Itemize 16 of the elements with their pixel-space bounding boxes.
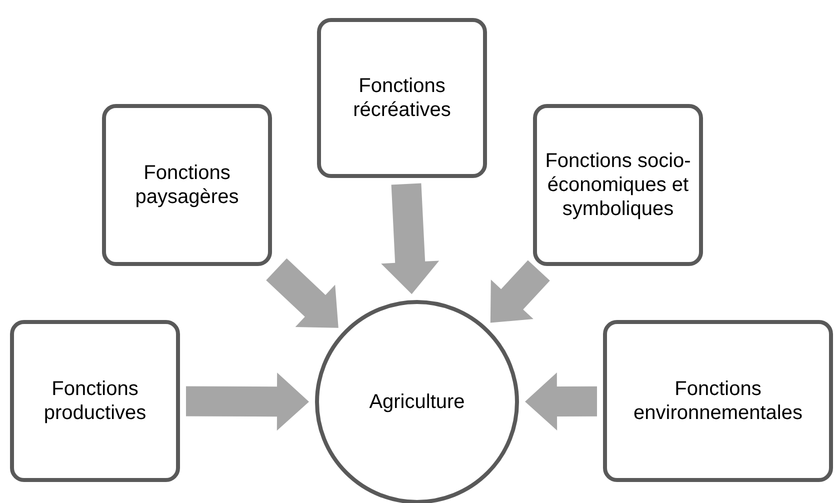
block-arrow xyxy=(266,258,338,328)
node-label: Fonctions socio-économiques et symboliques xyxy=(545,149,691,221)
rounded-box xyxy=(102,104,272,266)
node-label: Fonctions paysagères xyxy=(134,161,240,209)
rounded-box xyxy=(533,104,703,266)
node-label: Fonctions environnementales xyxy=(632,377,804,425)
node-label: Fonctions productives xyxy=(42,377,148,425)
block-arrow xyxy=(186,372,309,431)
rounded-box xyxy=(603,320,833,482)
block-arrow xyxy=(381,183,440,294)
rounded-box xyxy=(10,320,180,482)
node-label: Fonctions récréatives xyxy=(352,74,452,122)
rounded-box xyxy=(317,18,487,178)
block-arrow xyxy=(525,372,597,430)
node-label: Agriculture xyxy=(369,390,465,414)
block-arrow xyxy=(490,260,550,323)
